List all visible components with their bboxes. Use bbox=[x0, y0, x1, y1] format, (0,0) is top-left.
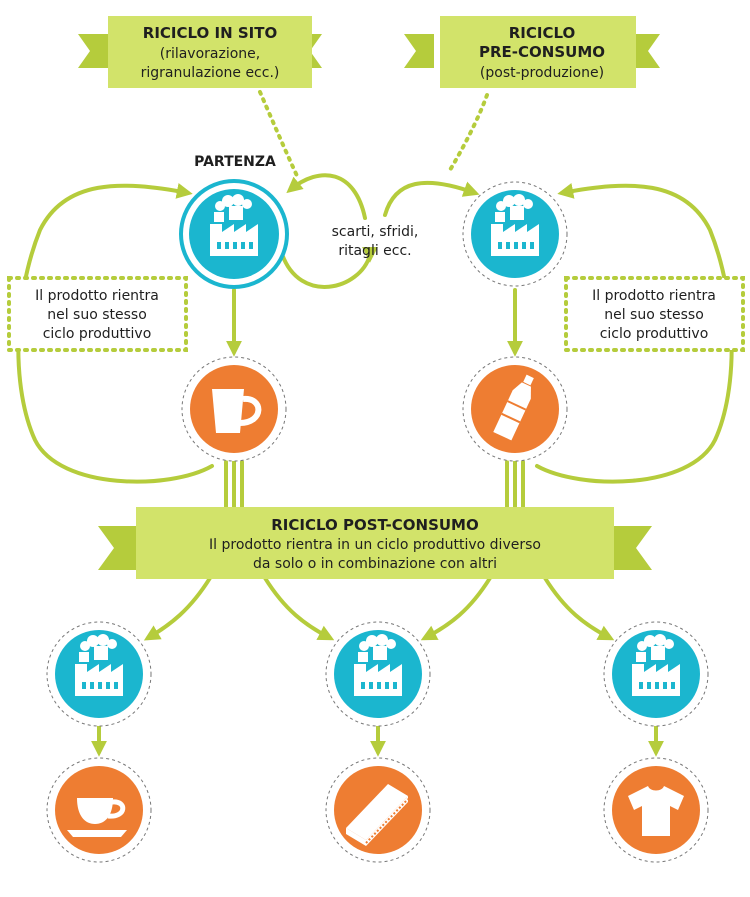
factory-pre-consumo bbox=[462, 181, 568, 287]
banner-pre-consumo: RICICLO PRE-CONSUMO (post-produzione) bbox=[404, 16, 660, 88]
arrow-to-factory-1 bbox=[143, 576, 212, 641]
banner-pre-consumo-title2: PRE-CONSUMO bbox=[479, 43, 605, 61]
pre-consumo-feed-arrow bbox=[383, 180, 480, 217]
panel-board-icon bbox=[346, 784, 409, 846]
banner-post-consumo: RICICLO POST-CONSUMO Il prodotto rientra… bbox=[98, 507, 652, 579]
product-panel bbox=[325, 757, 431, 863]
factory-bottom-1 bbox=[46, 621, 152, 727]
factory-bottom-3 bbox=[603, 621, 709, 727]
side-box-left-line1: Il prodotto rientra bbox=[35, 288, 159, 304]
side-box-right-line1: Il prodotto rientra bbox=[592, 288, 716, 304]
banner-post-consumo-line2: da solo o in combinazione con altri bbox=[253, 556, 497, 572]
banner-pre-consumo-line1: (post-produzione) bbox=[480, 65, 604, 81]
arrow-to-factory-3 bbox=[543, 576, 615, 641]
connectors bbox=[16, 173, 734, 757]
product-tshirt bbox=[603, 757, 709, 863]
side-box-left-line2: nel suo stesso bbox=[47, 307, 147, 323]
arrow-to-factory-2b bbox=[420, 576, 492, 641]
banner-in-sito-line1: (rilavorazione, bbox=[160, 46, 261, 62]
side-box-right: Il prodotto rientra nel suo stesso ciclo… bbox=[564, 276, 745, 352]
tshirt-icon bbox=[628, 786, 684, 836]
banner-pre-consumo-title1: RICICLO bbox=[509, 24, 576, 42]
partenza-label: PARTENZA bbox=[194, 154, 276, 170]
mug-icon bbox=[212, 389, 262, 433]
scraps-arc-arrow bbox=[280, 252, 372, 289]
side-box-left: Il prodotto rientra nel suo stesso ciclo… bbox=[7, 276, 188, 352]
side-box-left-line3: ciclo produttivo bbox=[43, 326, 152, 342]
product-bottle bbox=[462, 356, 568, 462]
banner-in-sito-line2: rigranulazione ecc.) bbox=[141, 65, 280, 81]
factory-partenza bbox=[179, 179, 289, 289]
arrow-to-factory-2a bbox=[263, 576, 335, 641]
scarti-line1: scarti, sfridi, bbox=[332, 224, 419, 240]
product-cup-and-saucer bbox=[46, 757, 152, 863]
product-mug bbox=[181, 356, 287, 462]
factory-bottom-2 bbox=[325, 621, 431, 727]
banner-post-consumo-title: RICICLO POST-CONSUMO bbox=[271, 516, 479, 534]
bottle-icon bbox=[493, 374, 534, 441]
banner-in-sito-title: RICICLO IN SITO bbox=[143, 24, 277, 42]
banner-in-sito: RICICLO IN SITO (rilavorazione, rigranul… bbox=[78, 16, 322, 88]
pre-consumo-leader bbox=[448, 93, 489, 172]
cup-and-saucer-icon bbox=[67, 798, 127, 837]
scraps-return-arrow bbox=[286, 173, 367, 220]
scarti-line2: ritagli ecc. bbox=[338, 243, 411, 259]
banner-post-consumo-line1: Il prodotto rientra in un ciclo produtti… bbox=[209, 537, 541, 553]
side-box-right-line2: nel suo stesso bbox=[604, 307, 704, 323]
side-box-right-line3: ciclo produttivo bbox=[600, 326, 709, 342]
in-sito-leader bbox=[258, 90, 300, 180]
